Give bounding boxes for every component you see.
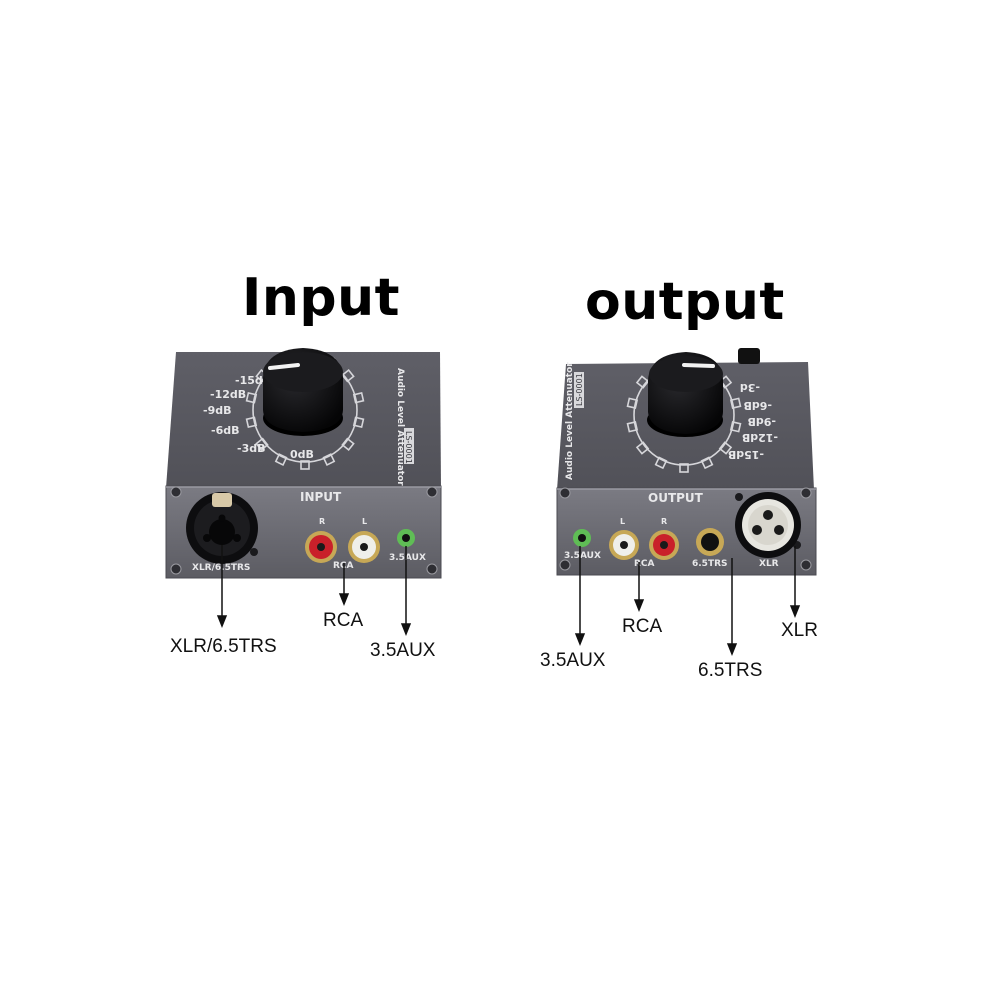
output-rca-right-jack[interactable] [649, 530, 679, 560]
gear-tooth [700, 456, 714, 470]
callout-input-xlr-trs: XLR/6.5TRS [170, 636, 277, 657]
input-xlr-label: XLR/6.5TRS [192, 563, 250, 573]
screw [559, 487, 571, 499]
input-xlr-trs-jack[interactable] [186, 492, 258, 564]
input-scale-label: -9dB [203, 404, 231, 417]
callout-output-rca: RCA [622, 616, 663, 637]
gear-tooth [352, 392, 365, 404]
output-xlr-jack[interactable] [735, 492, 801, 558]
screw [426, 563, 438, 575]
output-knob[interactable] [647, 352, 723, 437]
input-scale-label: -6dB [211, 424, 239, 437]
input-side-label: Audio Level Attenuator [395, 368, 405, 486]
output-rca-label: RCA [634, 559, 655, 569]
input-scale-label: -12dB [210, 388, 246, 401]
input-aux-label: 3.5AUX [389, 553, 426, 563]
screw [559, 559, 571, 571]
output-power-jack[interactable] [738, 348, 760, 364]
output-heading: output [585, 272, 785, 332]
output-scale-label: -3d [740, 381, 760, 394]
input-knob[interactable] [263, 348, 343, 436]
output-scale-label: -9dB [748, 415, 776, 428]
screw [800, 559, 812, 571]
output-panel-title: OUTPUT [648, 491, 704, 505]
callout-output-trs: 6.5TRS [698, 660, 763, 681]
output-rca-l-label: L [620, 517, 625, 526]
input-scale-label: -15d [235, 374, 263, 387]
gear-tooth [255, 437, 269, 452]
output-aux-jack[interactable] [573, 529, 591, 547]
screw [170, 486, 182, 498]
screw [426, 486, 438, 498]
input-scale-label: -3dB [237, 442, 265, 455]
gear-tooth [352, 416, 365, 428]
output-device: -3d -6dB -9dB -12dB -15dB Audio Level At… [556, 348, 817, 657]
output-model-text: LS-0001 [575, 373, 584, 406]
gear-tooth [245, 416, 258, 428]
output-callout-arrows [574, 546, 801, 657]
output-xlr-label: XLR [759, 559, 779, 569]
gear-tooth [626, 421, 639, 433]
input-rca-right-jack[interactable] [305, 531, 337, 563]
gear-tooth [341, 437, 355, 452]
output-trs-label: 6.5TRS [692, 559, 728, 569]
input-device: -15d -12dB -9dB -6dB -3dB 0dB Audio Leve… [165, 348, 442, 637]
output-scale-label: -15dB [728, 448, 764, 461]
gear-tooth [729, 397, 742, 409]
callout-input-aux: 3.5AUX [370, 640, 436, 661]
screw [250, 548, 258, 556]
input-model-text: LS-0001 [404, 431, 413, 464]
gear-tooth [679, 463, 689, 473]
callout-input-rca: RCA [323, 610, 364, 631]
gear-tooth [341, 368, 355, 383]
output-rca-left-jack[interactable] [609, 530, 639, 560]
callout-output-xlr: XLR [781, 620, 818, 641]
gear-tooth [654, 456, 668, 470]
output-model-badge [574, 372, 584, 408]
input-heading: Input [242, 268, 400, 328]
input-callout-arrows [216, 545, 412, 637]
gear-tooth [635, 441, 650, 455]
input-aux-jack[interactable] [397, 529, 415, 547]
output-aux-label: 3.5AUX [564, 551, 601, 561]
screw [170, 563, 182, 575]
gear-tooth [626, 397, 639, 409]
screw [735, 493, 743, 501]
output-rca-r-label: R [661, 517, 667, 526]
output-scale-label: -6dB [744, 399, 772, 412]
gear-tooth [274, 453, 288, 466]
input-rca-l-label: L [362, 517, 367, 526]
gear-tooth [729, 421, 742, 433]
gear-tooth [245, 392, 258, 404]
screw [800, 487, 812, 499]
input-model-badge [404, 428, 414, 464]
gear-tooth [322, 453, 336, 466]
gear-tooth [300, 460, 310, 470]
input-rca-r-label: R [319, 517, 325, 526]
input-rca-left-jack[interactable] [348, 531, 380, 563]
gear-tooth [718, 441, 733, 455]
callout-output-aux: 3.5AUX [540, 650, 606, 671]
input-scale-label: 0dB [290, 448, 314, 461]
input-panel-title: INPUT [300, 490, 342, 504]
gear-tooth [635, 375, 650, 389]
output-scale-label: -12dB [742, 431, 778, 444]
output-trs-jack[interactable] [696, 528, 724, 556]
output-side-label: Audio Level Attenuator [565, 362, 575, 480]
